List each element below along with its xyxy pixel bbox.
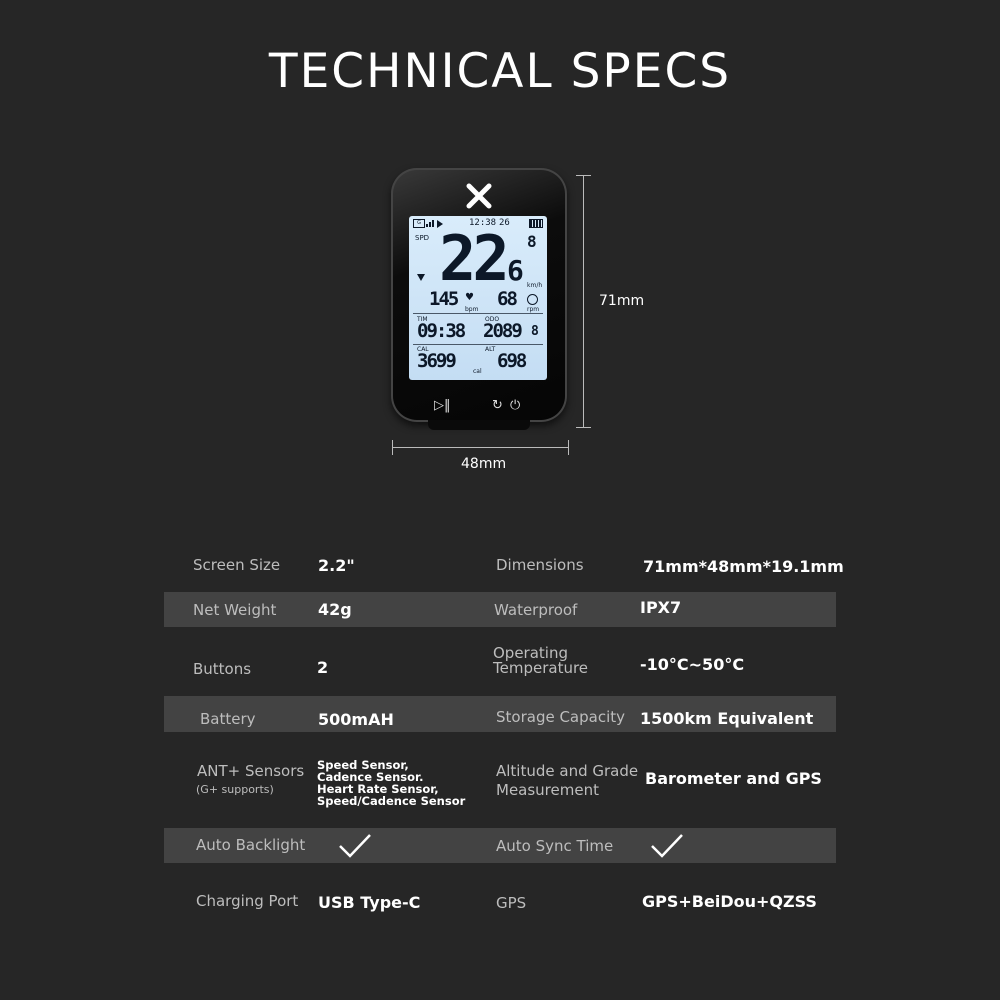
altitude-grade-label-line1: Altitude and Grade [496, 762, 639, 780]
speed-trend-icon [417, 274, 425, 281]
width-dimension-label: 48mm [461, 456, 507, 472]
dimensions-label: Dimensions [496, 556, 584, 574]
alt-readout: 698 [497, 350, 527, 372]
screen-size-value: 2.2" [318, 556, 355, 575]
play-status-icon [437, 220, 443, 228]
cal-readout: 3699 [417, 350, 457, 372]
speed-main-readout: 22 [439, 222, 510, 295]
storage-capacity-label: Storage Capacity [496, 708, 626, 726]
height-dimension-cap-bottom [576, 427, 591, 428]
operating-temperature-label-line1: Operating [493, 644, 568, 662]
width-dimension-cap-left [392, 440, 393, 455]
screen-size-label: Screen Size [193, 556, 281, 574]
ant-sensor-item: Speed/Cadence Sensor [317, 794, 466, 808]
spec-row-shaded [164, 592, 836, 627]
odo-decimal-readout: 8 [531, 324, 539, 339]
heart-rate-unit: bpm [465, 306, 479, 313]
height-dimension-cap-top [576, 175, 591, 176]
cadence-readout: 68 [497, 288, 518, 310]
lcd-divider [413, 344, 543, 345]
ant-sensor-item: Speed Sensor, [317, 758, 409, 772]
buttons-label: Buttons [193, 660, 252, 678]
altitude-grade-label-line2: Measurement [496, 781, 599, 799]
alt-label: ALT [485, 346, 496, 353]
speed-decimal-readout: 6 [507, 254, 524, 287]
net-weight-label: Net Weight [193, 601, 277, 619]
charging-port-value: USB Type-C [318, 893, 421, 912]
charging-port-label: Charging Port [196, 892, 299, 910]
play-pause-icon: ▷‖ [434, 398, 451, 413]
heart-icon: ♥ [465, 292, 474, 303]
height-dimension-label: 71mm [599, 293, 645, 309]
heart-rate-readout: 145 [429, 288, 459, 310]
odo-readout: 2089 [483, 320, 523, 342]
device-mount-foot [428, 420, 530, 430]
battery-label: Battery [200, 710, 256, 728]
battery-icon [529, 219, 543, 228]
ant-sensor-item: Cadence Sensor. [317, 770, 424, 784]
ant-sensor-item: Heart Rate Sensor, [317, 782, 439, 796]
height-dimension-line [583, 175, 584, 428]
ant-sensors-sublabel: (G+ supports) [196, 783, 274, 796]
cal-label: CAL [417, 346, 429, 353]
altitude-grade-value: Barometer and GPS [645, 769, 822, 788]
operating-temperature-label-line2: Temperature [493, 659, 589, 677]
checkmark-icon [651, 834, 683, 858]
buttons-value: 2 [317, 658, 329, 677]
device-lcd-screen: G 12:38 26 SPD 22 6 8 km/h 145 ♥ bpm 68 … [409, 216, 547, 380]
gps-label: GPS [496, 894, 527, 912]
refresh-icon: ↻ [492, 398, 503, 413]
cadence-unit: rpm [527, 306, 540, 313]
speed-label: SPD [415, 234, 430, 242]
page-title: TECHNICAL SPECS [268, 44, 732, 99]
odo-label: ODO [485, 316, 500, 323]
temperature-readout: 26 [499, 218, 510, 228]
net-weight-value: 42g [318, 600, 352, 619]
tim-label: TIM [417, 316, 428, 323]
spec-row-shaded [164, 828, 836, 863]
spec-row-shaded [164, 696, 836, 732]
speed-unit: km/h [527, 282, 543, 289]
operating-temperature-value: -10°C~50°C [640, 655, 745, 674]
gps-value: GPS+BeiDou+QZSS [642, 892, 817, 911]
gps-status-icon: G [413, 219, 425, 228]
storage-capacity-value: 1500km Equivalent [640, 709, 814, 728]
clock-readout: 12:38 [469, 218, 497, 228]
auto-backlight-label: Auto Backlight [196, 836, 306, 854]
width-dimension-line [392, 447, 569, 448]
battery-value: 500mAH [318, 710, 394, 729]
cal-unit: cal [473, 368, 482, 375]
cadence-icon [527, 294, 538, 305]
tim-readout: 09:38 [417, 320, 466, 342]
signal-icon [426, 220, 435, 227]
ant-sensors-label: ANT+ Sensors [197, 762, 305, 780]
grade-readout: 8 [527, 232, 537, 251]
checkmark-icon [339, 834, 371, 858]
width-dimension-cap-right [568, 440, 569, 455]
brand-logo-icon [466, 183, 492, 209]
dimensions-value: 71mm*48mm*19.1mm [643, 557, 844, 576]
waterproof-value: IPX7 [640, 598, 682, 617]
lcd-divider [413, 313, 543, 314]
auto-sync-time-label: Auto Sync Time [496, 837, 614, 855]
power-icon: ⏻ [510, 398, 521, 413]
waterproof-label: Waterproof [494, 601, 578, 619]
